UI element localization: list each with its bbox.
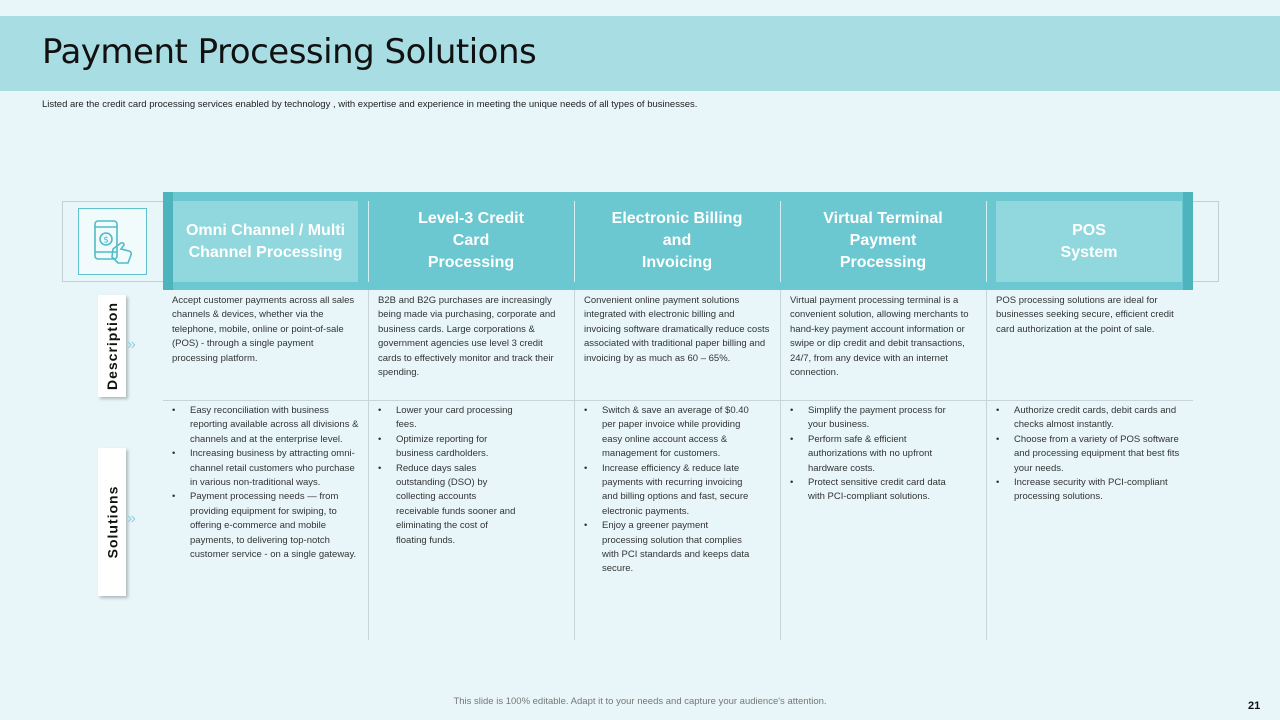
solutions-level3: Lower your card processing fees. Optimiz… [378, 404, 516, 548]
title-band [0, 16, 1280, 91]
list-item: Protect sensitive credit card data with … [790, 476, 962, 505]
header-strip-left-edge [163, 192, 173, 290]
solutions-pos: Authorize credit cards, debit cards and … [996, 404, 1186, 505]
page-title: Payment Processing Solutions [42, 32, 537, 72]
chevron-right-icon: » [127, 336, 136, 353]
column-header-omni-channel: Omni Channel / Multi Channel Processing [173, 201, 358, 282]
chevron-right-icon: » [127, 510, 136, 527]
solutions-omni-channel: Easy reconciliation with business report… [172, 404, 360, 562]
page-number: 21 [1248, 700, 1261, 712]
description-pos: POS processing solutions are ideal for b… [996, 295, 1174, 335]
column-header-electronic-billing: Electronic Billing and Invoicing [611, 210, 743, 271]
list-item: Easy reconciliation with business report… [172, 404, 360, 447]
list-item: Lower your card processing fees. [378, 404, 516, 433]
description-omni-channel: Accept customer payments across all sale… [172, 295, 355, 364]
list-item: Increasing business by attracting omni-c… [172, 447, 360, 490]
description-virtual-terminal: Virtual payment processing terminal is a… [790, 295, 969, 379]
list-item: Reduce days sales outstanding (DSO) by c… [378, 462, 516, 548]
list-item: Authorize credit cards, debit cards and … [996, 404, 1186, 433]
header-divider [574, 201, 575, 282]
list-item: Increase efficiency & reduce late paymen… [584, 462, 754, 520]
footer-note: This slide is 100% editable. Adapt it to… [453, 696, 827, 707]
column-header-pos: POS System [996, 201, 1182, 282]
list-item: Simplify the payment process for your bu… [790, 404, 962, 433]
list-item: Increase security with PCI-compliant pro… [996, 476, 1186, 505]
list-item: Payment processing needs — from providin… [172, 490, 360, 562]
header-divider [368, 201, 369, 282]
svg-text:$: $ [103, 236, 109, 246]
list-item: Enjoy a greener payment processing solut… [584, 519, 754, 577]
header-divider [780, 201, 781, 282]
column-header-level3: Level-3 Credit Card Processing [418, 210, 524, 271]
list-item: Choose from a variety of POS software an… [996, 433, 1186, 476]
page-subtitle: Listed are the credit card processing se… [42, 99, 698, 110]
column-header-virtual-terminal: Virtual Terminal Payment Processing [823, 210, 943, 271]
list-item: Optimize reporting for business cardhold… [378, 433, 516, 462]
description-level3: B2B and B2G purchases are increasingly b… [378, 295, 556, 379]
header-divider [986, 201, 987, 282]
header-strip-right-edge [1183, 192, 1193, 290]
solutions-electronic-billing: Switch & save an average of $0.40 per pa… [584, 404, 754, 577]
column-divider [368, 290, 369, 640]
row-label-description: Description [104, 301, 121, 391]
row-divider [163, 400, 1193, 401]
solutions-virtual-terminal: Simplify the payment process for your bu… [790, 404, 962, 505]
mobile-payment-icon: $ [94, 220, 133, 264]
list-item: Perform safe & efficient authorizations … [790, 433, 962, 476]
row-label-solutions: Solutions [104, 485, 120, 559]
column-divider [574, 290, 575, 640]
column-divider [986, 290, 987, 640]
description-electronic-billing: Convenient online payment solutions inte… [584, 295, 770, 364]
row-label-solutions-tab: Solutions [98, 448, 126, 596]
list-item: Switch & save an average of $0.40 per pa… [584, 404, 754, 462]
row-label-description-tab: Description [98, 295, 126, 397]
icon-box: $ [78, 208, 147, 275]
column-divider [780, 290, 781, 640]
